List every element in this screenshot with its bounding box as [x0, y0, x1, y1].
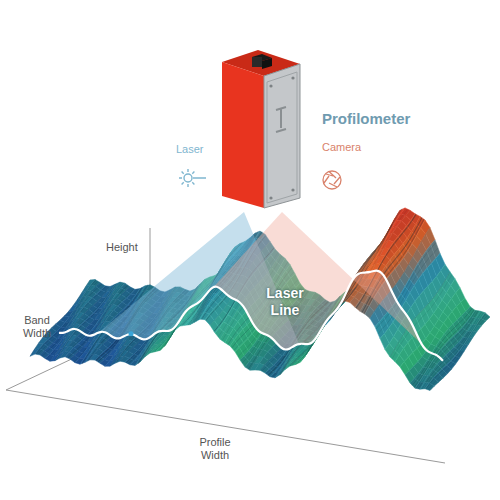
device-title: Profilometer: [322, 110, 410, 128]
surface-texture: [430, 317, 490, 391]
surface-texture: [42, 284, 102, 356]
camera-icon: [323, 171, 341, 189]
connector-side: [262, 58, 272, 69]
axis-label: Profile Width: [188, 436, 242, 462]
measured-surface: [30, 208, 490, 391]
camera-caption: Camera: [322, 141, 361, 154]
icons: [179, 169, 341, 189]
profile-axis: [6, 390, 445, 463]
device-side: [264, 64, 300, 208]
laser-caption: Laser: [176, 143, 204, 156]
profilometer-device: [222, 50, 300, 208]
screw: [269, 84, 272, 87]
surface-texture: [426, 313, 486, 389]
surface-texture: [424, 312, 484, 389]
laser-line-curve: [59, 271, 443, 361]
screw: [291, 76, 294, 79]
surface-texture: [422, 311, 482, 389]
connector: [252, 57, 262, 67]
laser-line: [59, 271, 443, 361]
device-panel: [267, 72, 297, 203]
screw: [291, 188, 294, 191]
surface-texture: [414, 310, 474, 388]
laser-line-label: Laser Line: [260, 285, 310, 319]
light-fans: [99, 212, 431, 353]
surface-texture: [62, 282, 122, 357]
screw: [269, 196, 272, 199]
light-fan: [203, 212, 431, 353]
device-logo: [276, 107, 286, 132]
laser-icon: [179, 169, 206, 187]
device-front: [222, 62, 264, 208]
axis-label: Height: [106, 241, 138, 254]
laser-spot: [129, 331, 134, 336]
surface-texture: [428, 315, 488, 389]
axis-label: Band Width: [14, 314, 60, 340]
